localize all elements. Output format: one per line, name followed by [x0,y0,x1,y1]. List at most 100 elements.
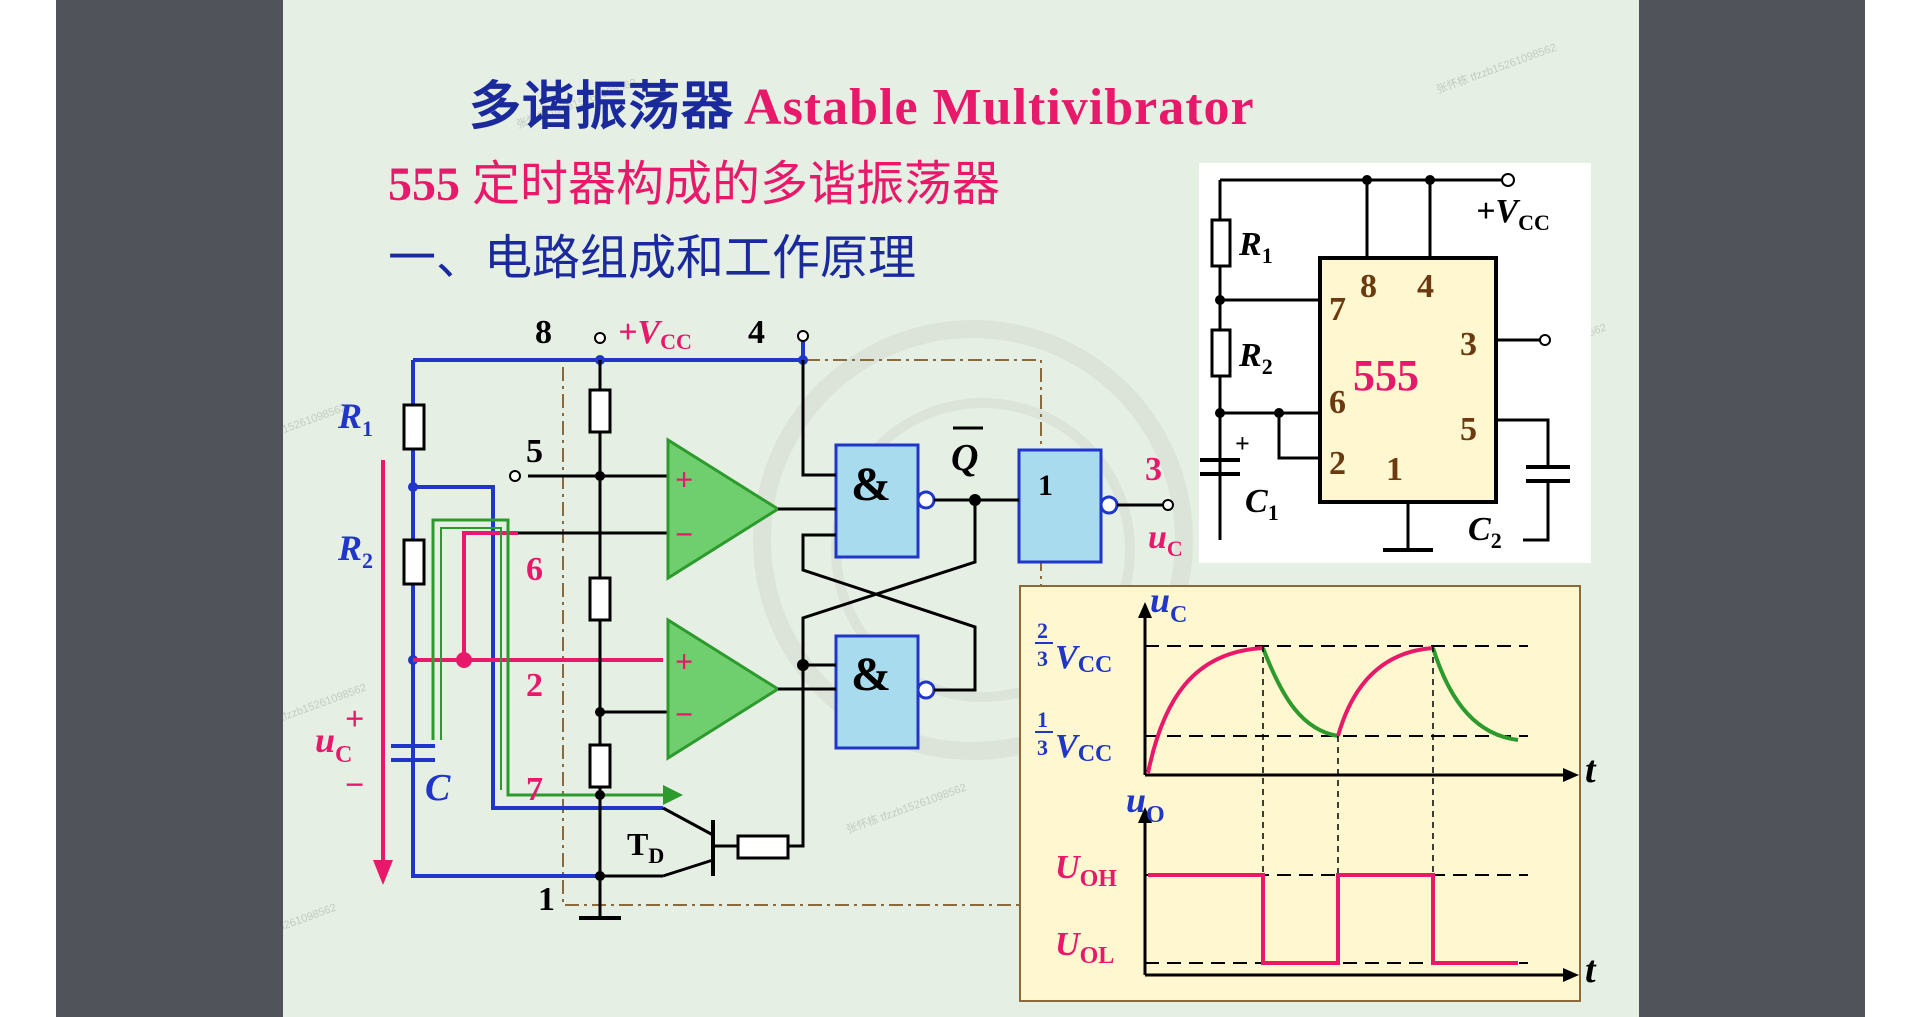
output-terminal [1162,499,1174,511]
uc-discharge-curve [1431,647,1519,742]
arrow-icon [663,785,683,805]
arrow-right-icon [1563,768,1579,782]
chip-pin2-label: 2 [1329,445,1346,482]
chip-output-terminal [1539,334,1551,346]
discharge-wire [413,485,663,810]
chip-vcc-terminal [1501,173,1515,187]
wave-uc-label: uC [1150,580,1187,628]
nand-symbol: & [851,648,891,701]
r1-label: R1 [337,396,373,441]
pin4-label: 4 [748,314,765,351]
resistor-internal [588,576,612,622]
uo-square-wave [1148,873,1518,965]
title-chinese: 多谐振荡器 [469,79,735,136]
one-third-den: 3 [1037,735,1048,760]
pin4-terminal [797,330,809,342]
output-label: uC [1148,519,1183,561]
uc-t-label: t [1585,749,1597,791]
comparator-lower [666,617,781,761]
waveform-diagram: uC 2 3 VCC 1 3 VCC t uO UOH UOL t [1019,580,1597,1002]
waveform-panel [1019,585,1581,1002]
vcc-terminal [594,332,606,344]
circuit-diagram: 8 +VCC 4 5 6 2 7 1 3 R1 R2 uC + − C + − … [315,314,1183,920]
charge-path [440,527,502,790]
chip-c2-gnd [1523,481,1550,542]
wave-uo-label: uO [1126,780,1165,828]
junction-dot [1362,175,1372,185]
vcc-label: +VCC [618,314,692,354]
pin2-label: 2 [526,667,543,704]
qbar-label: Q [951,437,978,479]
nand-gate-lower [834,634,920,750]
resistor-internal [588,388,612,434]
viewer-margin-left [0,0,56,1017]
chip-pin5-label: 5 [1460,411,1477,448]
chip-resistor-r2 [1210,328,1232,378]
not-symbol: 1 [1038,469,1053,502]
nand-gate-upper [834,443,920,559]
chip-pin5-wire [1496,418,1550,467]
uol-label: UOL [1055,926,1114,969]
two-thirds-num: 2 [1037,618,1048,643]
arrow-down-icon [373,860,393,885]
resistor-r2 [402,538,426,586]
r2-label: R2 [337,528,373,573]
chip-c1-label: C1 [1245,483,1279,525]
chip-pin1-label: 1 [1386,451,1403,488]
reset-wire [801,360,836,477]
pin8-label: 8 [535,314,552,351]
comparator-plus: + [675,643,693,679]
uo-t-label: t [1585,949,1597,991]
subtitle-text: 定时器构成的多谐振荡器 [460,158,1001,211]
arrow-up-icon [1138,807,1152,823]
subtitle-number: 555 [388,158,460,211]
comparator-upper [666,437,781,581]
junction-dot [595,790,605,800]
chip-pin3-label: 3 [1460,326,1477,363]
pin7-label: 7 [526,771,543,808]
chip-pin6-label: 6 [1329,384,1346,421]
chip-c2-label: C2 [1468,511,1502,553]
uc-label: uC [315,720,352,768]
uc-minus: − [345,767,364,804]
junction-dot [456,652,472,668]
resistor-internal [588,743,612,789]
comparator-minus: − [675,696,693,732]
resistor-r1 [402,403,426,451]
chip-r1-label: R1 [1238,226,1273,268]
one-third-vcc: VCC [1055,728,1112,767]
chip-pin2-wire [1277,413,1320,460]
chip-pin7-label: 7 [1329,291,1346,328]
capacitor-label: C [425,767,451,809]
arrow-right-icon [1563,968,1579,982]
uc-charge-curve [1146,646,1264,774]
not-gate [1017,448,1103,564]
junction-dot [1425,175,1435,185]
slide: 张怀栋 tfzzb15261098562 张怀栋 tfzzb1526109856… [283,0,1639,1017]
cross-wire [801,533,977,692]
pin5-terminal [509,470,521,482]
two-thirds-vcc: VCC [1055,639,1112,678]
comparator-plus: + [675,461,693,497]
chip-cap-plus: + [1235,429,1250,458]
pin3-label: 3 [1145,451,1162,488]
pin1-label: 1 [538,881,555,918]
uc-discharge-curve [1261,647,1339,738]
viewer-margin-right [1865,0,1920,1017]
chip-diagram: +VCC R1 R2 C1 C2 + 555 8 4 7 3 6 5 2 1 [1199,163,1591,563]
pin5-label: 5 [526,433,543,470]
td-label: TD [627,826,664,868]
chip-resistor-r1 [1210,218,1232,268]
arrow-up-icon [1138,602,1152,618]
uc-plus: + [345,701,364,738]
slide-subtitle: 555 定时器构成的多谐振荡器 [388,144,1000,214]
chip-pin8-label: 8 [1360,268,1377,305]
nand-symbol: & [851,458,891,511]
chip-555-body [1318,256,1498,504]
ground-wire [411,760,600,878]
one-third-num: 1 [1037,707,1048,732]
comparator-minus: − [675,516,693,552]
chip-555-label: 555 [1353,351,1419,400]
section-heading: 一、电路组成和工作原理 [388,232,917,285]
